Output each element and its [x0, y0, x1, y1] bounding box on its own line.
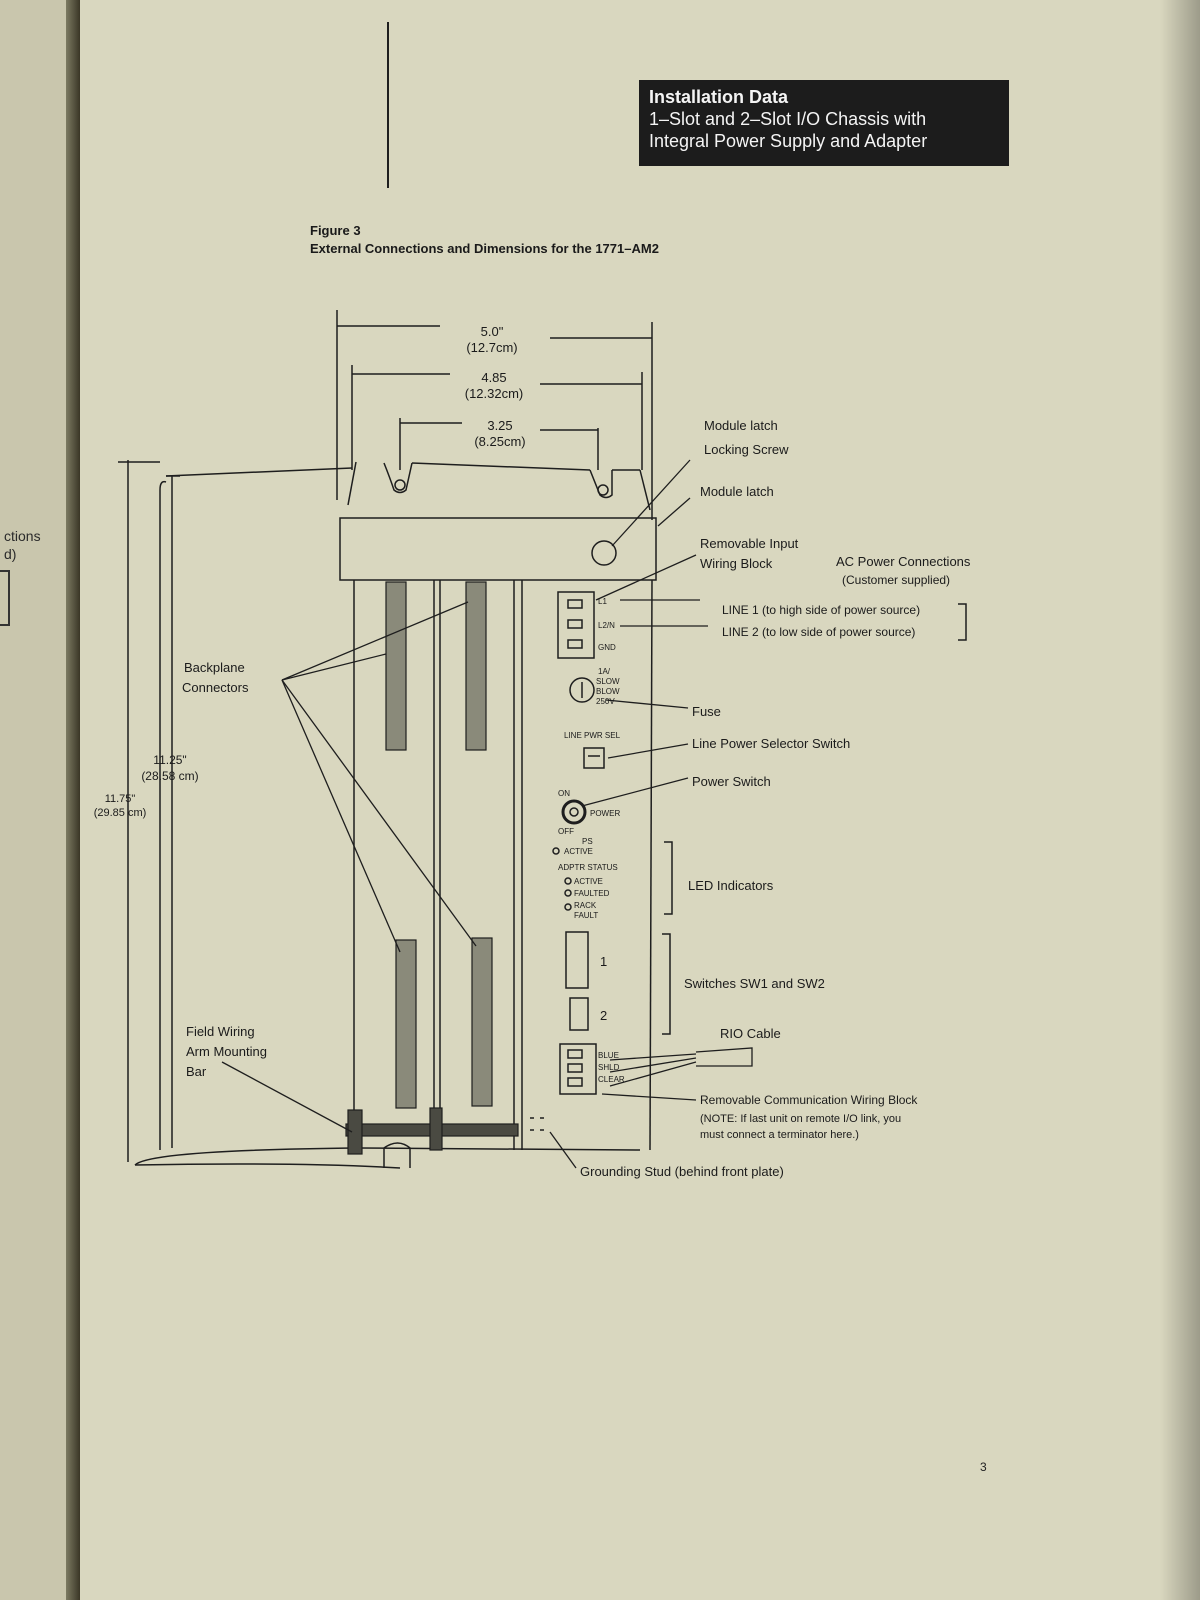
- dim-width-inner-cm: (8.25cm): [474, 434, 525, 449]
- panel-label-l2n: L2/N: [598, 621, 615, 630]
- panel-label-fuse-1: 1A/: [598, 667, 611, 676]
- panel-label-sw1: 1: [600, 954, 607, 969]
- previous-page-text: ctions: [4, 528, 41, 544]
- previous-page-text: d): [4, 546, 17, 562]
- panel-label-ps: PS: [582, 837, 593, 846]
- dim-height-inner-cm: (28.58 cm): [141, 769, 198, 783]
- panel-label-power: POWER: [590, 809, 620, 818]
- callout-backplane-1: Backplane: [184, 660, 245, 675]
- document-page: [80, 0, 1200, 1600]
- dim-width-mid-cm: (12.32cm): [465, 386, 524, 401]
- header-line-2: 1–Slot and 2–Slot I/O Chassis with: [649, 109, 927, 129]
- callout-led-indicators: LED Indicators: [688, 878, 774, 893]
- panel-label-active: ACTIVE: [564, 847, 593, 856]
- panel-label-fuse-4: 250V: [596, 697, 615, 706]
- callout-module-latch: Module latch: [700, 484, 774, 499]
- section-header: Installation Data 1–Slot and 2–Slot I/O …: [639, 80, 1009, 166]
- panel-label-line-pwr-sel: LINE PWR SEL: [564, 731, 621, 740]
- callout-module-latch-screw-1: Module latch: [704, 418, 778, 433]
- callout-rio-cable: RIO Cable: [720, 1026, 781, 1041]
- dim-width-inner: 3.25: [487, 418, 512, 433]
- callout-field-wiring-1: Field Wiring: [186, 1024, 255, 1039]
- dim-width-outer-cm: (12.7cm): [466, 340, 517, 355]
- callout-comm-block-1: Removable Communication Wiring Block: [700, 1093, 918, 1107]
- callout-comm-block-3: must connect a terminator here.): [700, 1129, 859, 1141]
- callout-line-1: LINE 1 (to high side of power source): [722, 603, 920, 617]
- dim-height-outer-cm: (29.85 cm): [94, 807, 147, 819]
- panel-label-blue: BLUE: [598, 1051, 619, 1060]
- panel-label-gnd: GND: [598, 643, 616, 652]
- callout-grounding-stud: Grounding Stud (behind front plate): [580, 1164, 784, 1179]
- callout-ac-power-1: AC Power Connections: [836, 554, 971, 569]
- callout-field-wiring-2: Arm Mounting: [186, 1044, 267, 1059]
- panel-label-sw2: 2: [600, 1008, 607, 1023]
- dim-height-inner: 11.25": [153, 753, 186, 767]
- callout-line-2: LINE 2 (to low side of power source): [722, 625, 915, 639]
- callout-fuse: Fuse: [692, 704, 721, 719]
- panel-label-active-2: ACTIVE: [574, 877, 603, 886]
- panel-label-faulted: FAULTED: [574, 889, 610, 898]
- previous-page-box: [0, 570, 10, 626]
- panel-label-clear: CLEAR: [598, 1075, 625, 1084]
- dim-width-mid: 4.85: [481, 370, 506, 385]
- page-number: 3: [980, 1460, 987, 1474]
- panel-label-fault: FAULT: [574, 911, 598, 920]
- book-gutter: [66, 0, 80, 1600]
- panel-label-fuse-2: SLOW: [596, 677, 620, 686]
- callout-line-power-selector: Line Power Selector Switch: [692, 736, 850, 751]
- figure-number: Figure 3: [310, 223, 361, 238]
- panel-label-l1: L1: [598, 597, 607, 606]
- callout-field-wiring-3: Bar: [186, 1064, 207, 1079]
- panel-label-on: ON: [558, 789, 570, 798]
- callout-backplane-2: Connectors: [182, 680, 249, 695]
- panel-label-rack: RACK: [574, 901, 597, 910]
- callout-removable-input-1: Removable Input: [700, 536, 799, 551]
- panel-label-off: OFF: [558, 827, 574, 836]
- figure-caption: Figure 3 External Connections and Dimens…: [310, 222, 659, 258]
- panel-label-adptr-status: ADPTR STATUS: [558, 863, 618, 872]
- callout-ac-power-2: (Customer supplied): [842, 573, 950, 587]
- panel-label-fuse-3: BLOW: [596, 687, 620, 696]
- callout-comm-block-2: (NOTE: If last unit on remote I/O link, …: [700, 1113, 901, 1125]
- dim-height-outer: 11.75": [105, 793, 136, 805]
- dim-width-outer: 5.0": [481, 324, 504, 339]
- figure-title: External Connections and Dimensions for …: [310, 241, 659, 256]
- page-shadow: [1160, 0, 1200, 1600]
- header-line-3: Integral Power Supply and Adapter: [649, 131, 928, 151]
- callout-module-latch-screw-2: Locking Screw: [704, 442, 789, 457]
- panel-label-shld: SHLD: [598, 1063, 620, 1072]
- header-line-1: Installation Data: [649, 87, 789, 107]
- callout-removable-input-2: Wiring Block: [700, 556, 773, 571]
- callout-power-switch: Power Switch: [692, 774, 771, 789]
- callout-switches: Switches SW1 and SW2: [684, 976, 825, 991]
